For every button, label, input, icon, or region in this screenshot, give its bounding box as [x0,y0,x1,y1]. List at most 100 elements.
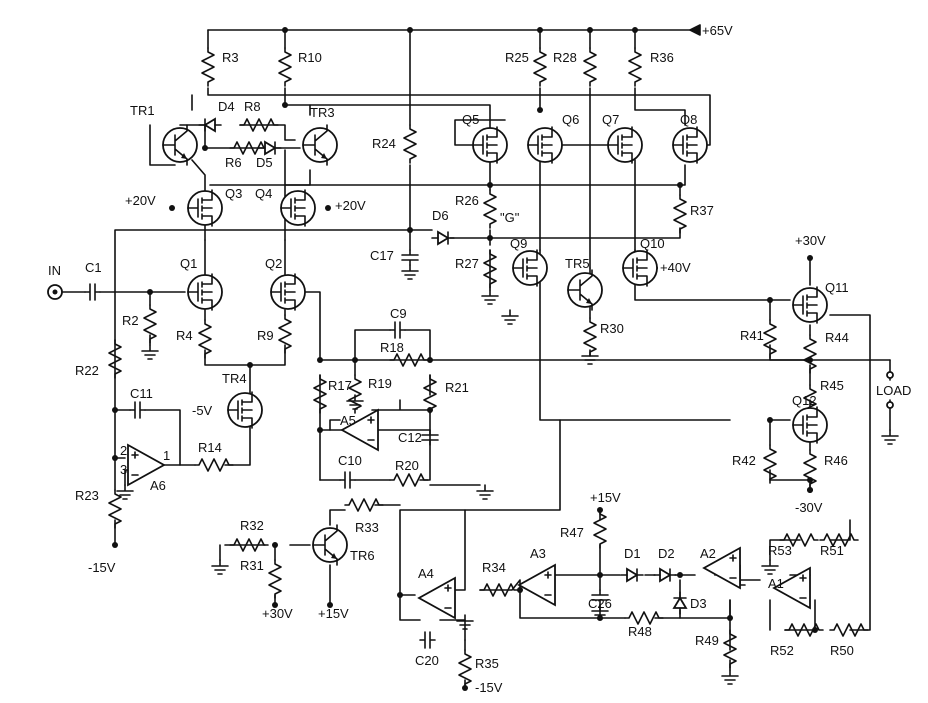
label-c26: C26 [588,596,612,611]
label-q8: Q8 [680,112,697,127]
label-a3: A3 [530,546,546,561]
junctions [112,27,818,691]
label-r41: R41 [740,328,764,343]
label-q12: Q12 [792,393,817,408]
label-r46: R46 [824,453,848,468]
label-q3: Q3 [225,186,242,201]
label-r42: R42 [732,453,756,468]
label-a6: A6 [150,478,166,493]
label-c10: C10 [338,453,362,468]
label-r9: R9 [257,328,274,343]
label-tr4: TR4 [222,371,247,386]
label-q2: Q2 [265,256,282,271]
label-a1: A1 [768,576,784,591]
label-q5: Q5 [462,112,479,127]
label-a4: A4 [418,566,434,581]
label-r47: R47 [560,525,584,540]
label-d3: D3 [690,596,707,611]
label-d5: D5 [256,155,273,170]
label-r14: R14 [198,440,222,455]
label-r48: R48 [628,624,652,639]
label-r22: R22 [75,363,99,378]
label-r33: R33 [355,520,379,535]
label-q4: Q4 [255,186,272,201]
label-r4: R4 [176,328,193,343]
label-pin1: 1 [163,448,170,463]
label-15v-top: +15V [590,490,621,505]
label-c11: C11 [130,386,153,401]
label-r31: R31 [240,558,264,573]
label-d1: D1 [624,546,641,561]
label-d4: D4 [218,99,235,114]
label-q11: Q11 [825,280,849,295]
label-r52: R52 [770,643,794,658]
label-g-node: "G" [500,210,520,225]
label-c1: C1 [85,260,102,275]
label-tr3: TR3 [310,105,335,120]
label-load: LOAD [876,383,911,398]
grounds [116,264,899,685]
label-15v-tr6: +15V [318,606,349,621]
label-r28: R28 [553,50,577,65]
label-r3: R3 [222,50,239,65]
label-r49: R49 [695,633,719,648]
label-30v-neg: -30V [795,500,823,515]
label-r17: R17 [328,378,352,393]
label-q9: Q9 [510,236,527,251]
label-r21: R21 [445,380,469,395]
label-a2: A2 [700,546,716,561]
label-q10: Q10 [640,236,665,251]
label-r6: R6 [225,155,242,170]
label-r24: R24 [372,136,396,151]
label-r23: R23 [75,488,99,503]
label-r25: R25 [505,50,529,65]
label-r51: R51 [820,543,844,558]
label-c20: C20 [415,653,439,668]
label-r20: R20 [395,458,419,473]
opamps [127,409,811,619]
label-q10-supply: +40V [660,260,691,275]
label-r30: R30 [600,321,624,336]
label-r45: R45 [820,378,844,393]
label-r36: R36 [650,50,674,65]
label-tr4-bias: -5V [192,403,213,418]
label-pin3: 3 [120,462,127,477]
label-c17: C17 [370,248,394,263]
label-r18: R18 [380,340,404,355]
label-r53: R53 [768,543,792,558]
label-r44: R44 [825,330,849,345]
label-c12: C12 [398,430,422,445]
label-r27: R27 [455,256,479,271]
rail-65v-label: +65V [702,23,733,38]
load-terminal-top [886,371,894,379]
label-r8: R8 [244,99,261,114]
label-tr1: TR1 [130,103,155,118]
label-r10: R10 [298,50,322,65]
label-in: IN [48,263,61,278]
label-30v-top: +30V [795,233,826,248]
label-r32: R32 [240,518,264,533]
label-c9: C9 [390,306,407,321]
label-r35: R35 [475,656,499,671]
label-q6: Q6 [562,112,579,127]
label-r37: R37 [690,203,714,218]
label-r34: R34 [482,560,506,575]
labels: +65V R3 R10 R25 R28 R36 TR1 D4 R8 TR3 R6… [48,23,911,695]
label-15v-left: -15V [88,560,116,575]
label-a5: A5 [340,413,356,428]
label-tr5: TR5 [565,256,590,271]
label-q3-supply: +20V [125,193,156,208]
label-d2: D2 [658,546,675,561]
label-pin2: 2 [120,443,127,458]
label-q7: Q7 [602,112,619,127]
load-terminal-bottom [886,401,894,409]
label-30v-bottom: +30V [262,606,293,621]
label-15v-bottom: -15V [475,680,503,695]
label-q4-supply: +20V [335,198,366,213]
label-tr6: TR6 [350,548,375,563]
label-r19: R19 [368,376,392,391]
label-r2: R2 [122,313,139,328]
label-r26: R26 [455,193,479,208]
label-q1: Q1 [180,256,197,271]
